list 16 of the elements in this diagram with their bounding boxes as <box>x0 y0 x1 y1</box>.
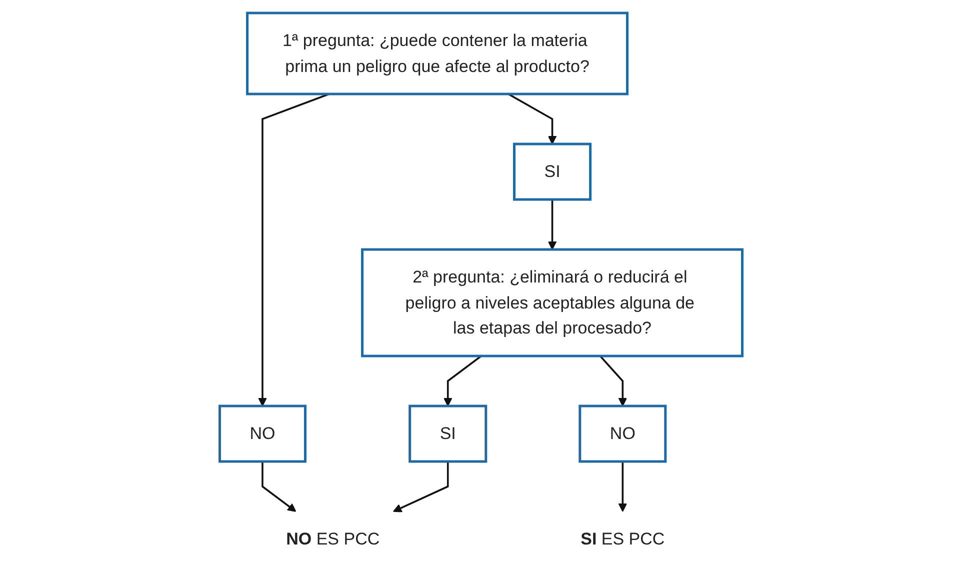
arrow <box>548 200 557 250</box>
arrow <box>262 462 296 512</box>
node-box: SI <box>513 142 592 201</box>
node-box: NO <box>578 404 667 463</box>
node-box: 2ª pregunta: ¿eliminará o reducirá el peligro a niveles aceptables alguna de las etapas del procesado? <box>361 248 744 358</box>
node-text: NO ES PCC <box>286 530 380 548</box>
arrow <box>618 462 628 512</box>
arrow <box>443 355 482 406</box>
node-box: 1ª pregunta: ¿puede contener la materia prima un peligro que afecte al producto? <box>246 12 629 96</box>
node-box: SI <box>408 404 488 463</box>
arrow <box>392 462 449 512</box>
node-text: SI ES PCC <box>580 530 665 548</box>
arrow <box>258 93 330 406</box>
node-box: NO <box>218 404 306 463</box>
arrow <box>600 355 628 406</box>
arrow <box>508 93 557 144</box>
